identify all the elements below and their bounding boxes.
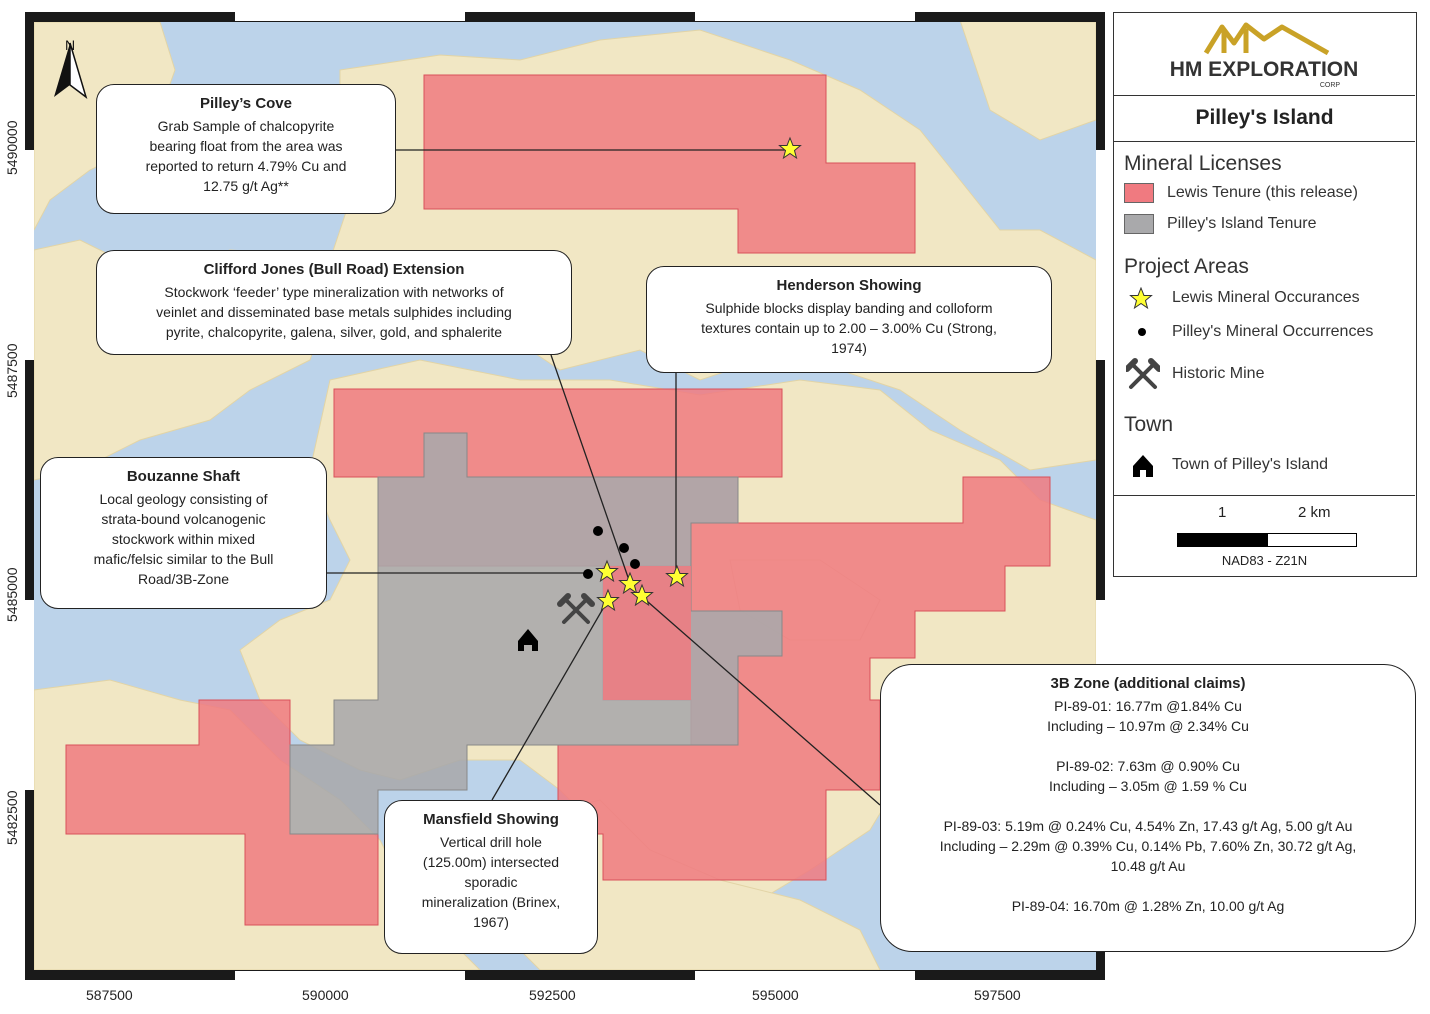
occurrence-dot	[583, 569, 593, 579]
callout-body: Stockwork ‘feeder’ type mineralization w…	[156, 284, 512, 340]
callout-title: Clifford Jones (Bull Road) Extension	[203, 261, 465, 278]
callout-body: Local geology consisting of strata-bound…	[93, 491, 274, 587]
legend-item-town: Town of Pilley's Island	[1172, 456, 1329, 473]
datum-label: NAD83 - Z21N	[1221, 553, 1308, 568]
swatch-lewis	[1124, 183, 1154, 203]
y-tick-label: 5482500	[4, 790, 20, 845]
callout-clifford-jones: Clifford Jones (Bull Road) Extension Sto…	[96, 250, 572, 355]
x-tick-label: 595000	[752, 987, 799, 1003]
callout-henderson: Henderson Showing Sulphide blocks displa…	[646, 266, 1052, 373]
occurrence-dot	[630, 559, 640, 569]
legend-heading-town: Town	[1124, 413, 1174, 436]
legend-item-lewis: Lewis Tenure (this release)	[1167, 184, 1358, 201]
company-logo: HM EXPLORATION CORP	[1114, 13, 1415, 96]
legend-heading-licenses: Mineral Licenses	[1124, 152, 1282, 175]
occurrence-star	[778, 136, 802, 160]
logo-text: HM EXPLORATION	[1170, 58, 1359, 81]
north-arrow-icon	[54, 42, 88, 99]
star-icon	[1129, 287, 1153, 310]
legend-item-lewis-occ: Lewis Mineral Occurances	[1172, 289, 1360, 306]
occurrence-star	[630, 583, 654, 607]
house-icon	[1133, 455, 1153, 477]
callout-bouzanne: Bouzanne Shaft Local geology consisting …	[40, 457, 327, 609]
callout-title: Henderson Showing	[776, 277, 922, 294]
occurrence-star	[665, 564, 689, 588]
callout-mansfield: Mansfield Showing Vertical drill hole (1…	[384, 800, 598, 954]
occurrence-star	[618, 571, 642, 595]
town-icon	[518, 629, 538, 651]
hammer-icon	[1126, 358, 1160, 389]
callout-body: Sulphide blocks display banding and coll…	[701, 300, 997, 356]
callout-title: Bouzanne Shaft	[126, 468, 241, 485]
x-tick-label: 590000	[302, 987, 349, 1003]
y-tick-label: 5485000	[4, 567, 20, 622]
y-tick-label: 5487500	[4, 343, 20, 398]
scale-label-2: 2 km	[1298, 504, 1331, 521]
y-tick-label: 5490000	[4, 120, 20, 175]
legend-item-pilleys-occ: Pilley's Mineral Occurrences	[1172, 323, 1374, 340]
scale-bar: 1 2 km NAD83 - Z21N	[1114, 495, 1415, 578]
scale-bar-black	[1177, 533, 1267, 547]
pilleys-tenure	[289, 432, 783, 835]
callout-title: Pilley’s Cove	[200, 95, 292, 112]
x-tick-label: 592500	[529, 987, 576, 1003]
dot-icon	[1138, 328, 1146, 336]
callout-body: Vertical drill hole (125.00m) intersecte…	[421, 834, 561, 930]
legend-item-pilleys: Pilley's Island Tenure	[1167, 215, 1317, 232]
pilleys-occurrences	[583, 526, 640, 579]
callout-pilleys-cove: Pilley’s Cove Grab Sample of chalcopyrit…	[96, 84, 396, 214]
legend-title: Pilley's Island	[1114, 95, 1415, 142]
legend-heading-project-areas: Project Areas	[1124, 255, 1249, 278]
logo-subtext: CORP	[1320, 82, 1341, 89]
occurrence-star	[595, 559, 619, 583]
legend-item-historic-mine: Historic Mine	[1172, 365, 1265, 382]
scale-bar-white	[1267, 533, 1357, 547]
callout-body: Grab Sample of chalcopyrite bearing floa…	[145, 118, 347, 194]
legend-panel: HM EXPLORATION CORP Pilley's Island Mine…	[1113, 12, 1417, 577]
scale-label-1: 1	[1218, 504, 1227, 521]
occurrence-dot	[619, 543, 629, 553]
callout-body: PI-89-01: 16.77m @1.84% Cu Including – 1…	[939, 698, 1357, 914]
x-tick-label: 587500	[86, 987, 133, 1003]
x-tick-label: 597500	[974, 987, 1021, 1003]
callout-title: 3B Zone (additional claims)	[1050, 675, 1246, 692]
north-label: N	[65, 37, 75, 53]
lewis-occurrences	[595, 136, 802, 612]
occurrence-star	[596, 588, 620, 612]
callout-title: Mansfield Showing	[423, 811, 559, 828]
occurrence-dot	[593, 526, 603, 536]
callout-3b-zone: 3B Zone (additional claims) PI-89-01: 16…	[880, 664, 1416, 952]
historic-mine-icon	[557, 593, 595, 624]
swatch-pilleys	[1124, 214, 1154, 234]
